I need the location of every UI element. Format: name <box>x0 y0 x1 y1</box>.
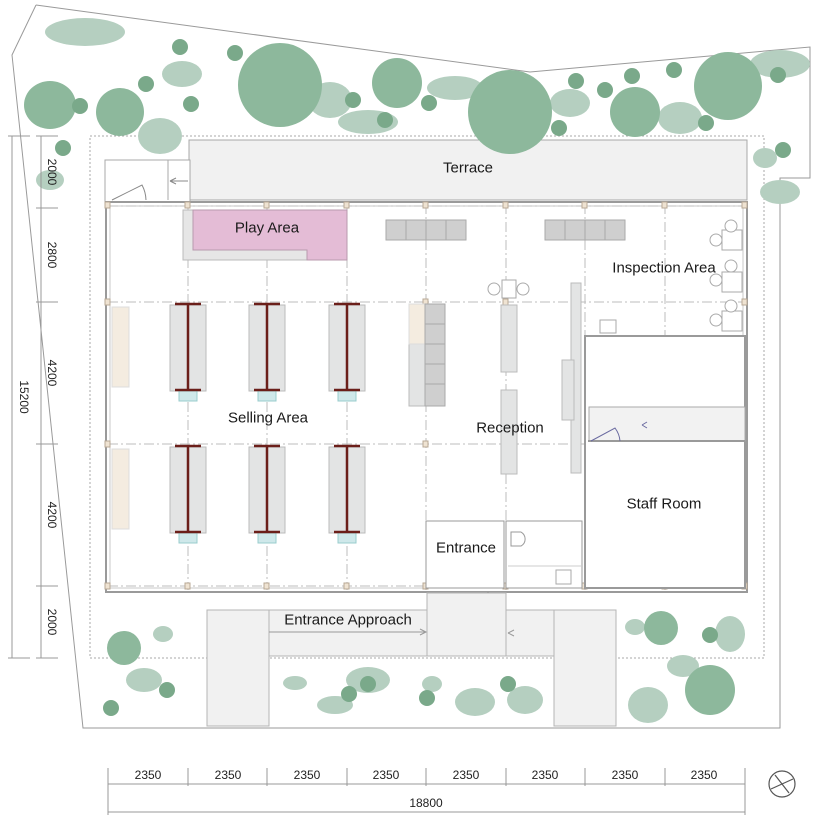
room-label-reception: Reception <box>476 419 544 437</box>
room-label-play-area: Play Area <box>234 219 300 237</box>
play-area <box>192 209 348 261</box>
site-boundary <box>11 4 811 729</box>
room-label-selling-area: Selling Area <box>227 409 309 427</box>
north-arrow-icon <box>768 770 796 798</box>
dimension-v-5: 2000 <box>45 608 59 636</box>
room-label-terrace: Terrace <box>442 159 494 177</box>
dimension-h-5: 2350 <box>452 768 480 782</box>
dimension-v-2: 2800 <box>45 241 59 269</box>
dimension-h-1: 2350 <box>134 768 162 782</box>
dimension-h-total: 18800 <box>409 796 443 810</box>
dimension-h-2: 2350 <box>214 768 242 782</box>
room-label-entrance-approach: Entrance Approach <box>284 611 412 629</box>
room-label-staff-room: Staff Room <box>626 495 702 513</box>
landscape-trees <box>24 18 810 723</box>
dimension-h-7: 2350 <box>611 768 639 782</box>
entrance-vestibule <box>425 520 505 589</box>
dimension-v-total: 15200 <box>17 380 31 414</box>
dimension-h-4: 2350 <box>372 768 400 782</box>
terrace-deck <box>188 139 748 201</box>
setback-line <box>89 135 765 659</box>
dimension-h-6: 2350 <box>531 768 559 782</box>
room-label-inspection-area: Inspection Area <box>612 259 716 277</box>
dimension-h-8: 2350 <box>690 768 718 782</box>
room-label-entrance: Entrance <box>435 539 497 557</box>
dimension-v-3: 4200 <box>45 359 59 387</box>
dimension-v-1: 2000 <box>45 158 59 186</box>
dimension-h-3: 2350 <box>293 768 321 782</box>
dimension-v-4: 4200 <box>45 501 59 529</box>
display-racks <box>169 302 366 544</box>
